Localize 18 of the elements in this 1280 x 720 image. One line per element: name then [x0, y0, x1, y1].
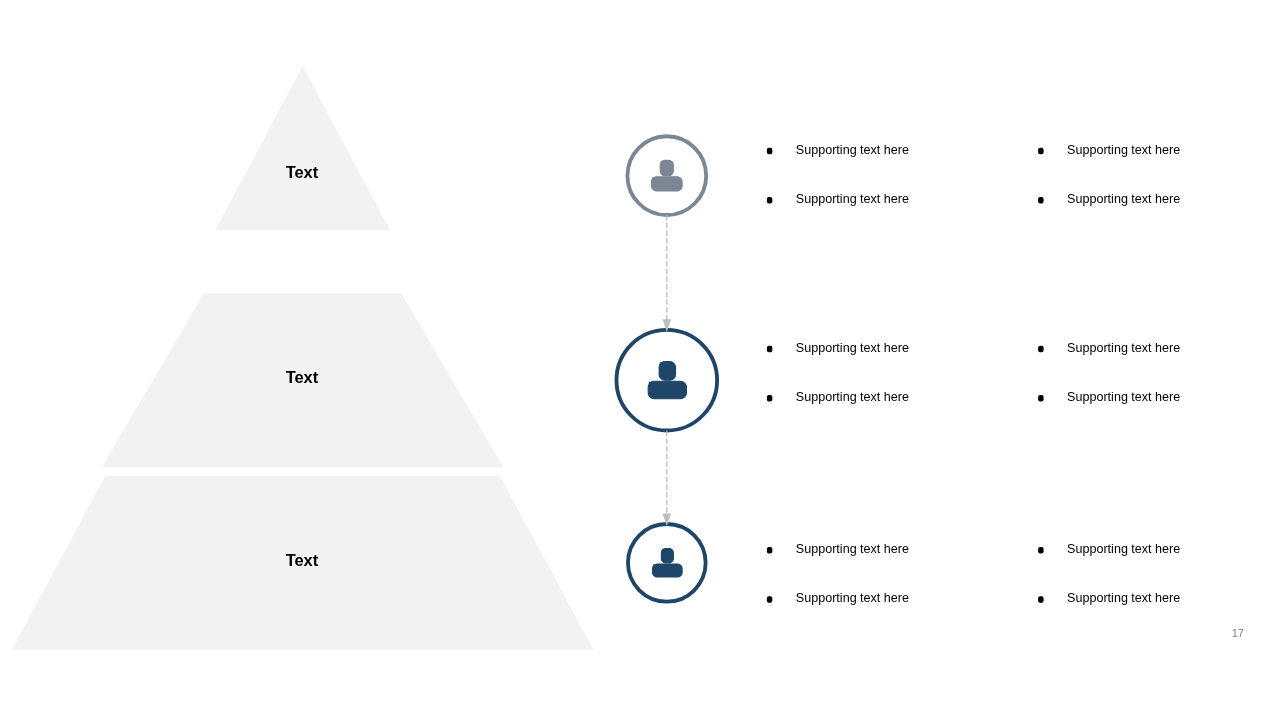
label: Supporting text here: [1067, 590, 1181, 605]
node-circle: [614, 327, 720, 432]
arrow: [662, 429, 672, 526]
arrow: [662, 213, 672, 332]
label: Supporting text here: [795, 191, 909, 206]
label: Supporting text here: [1067, 142, 1181, 157]
node-circle: [626, 521, 708, 604]
label: Supporting text here: [795, 389, 909, 404]
label: 17: [1231, 626, 1244, 639]
label: Supporting text here: [1067, 191, 1181, 206]
label: Supporting text here: [1067, 389, 1181, 404]
label: Supporting text here: [795, 340, 909, 355]
node-circle: [625, 133, 709, 217]
label: Supporting text here: [1067, 541, 1181, 556]
label: Supporting text here: [795, 590, 909, 605]
label: Supporting text here: [795, 541, 909, 556]
label: Supporting text here: [795, 142, 909, 157]
label: Supporting text here: [1067, 340, 1181, 355]
